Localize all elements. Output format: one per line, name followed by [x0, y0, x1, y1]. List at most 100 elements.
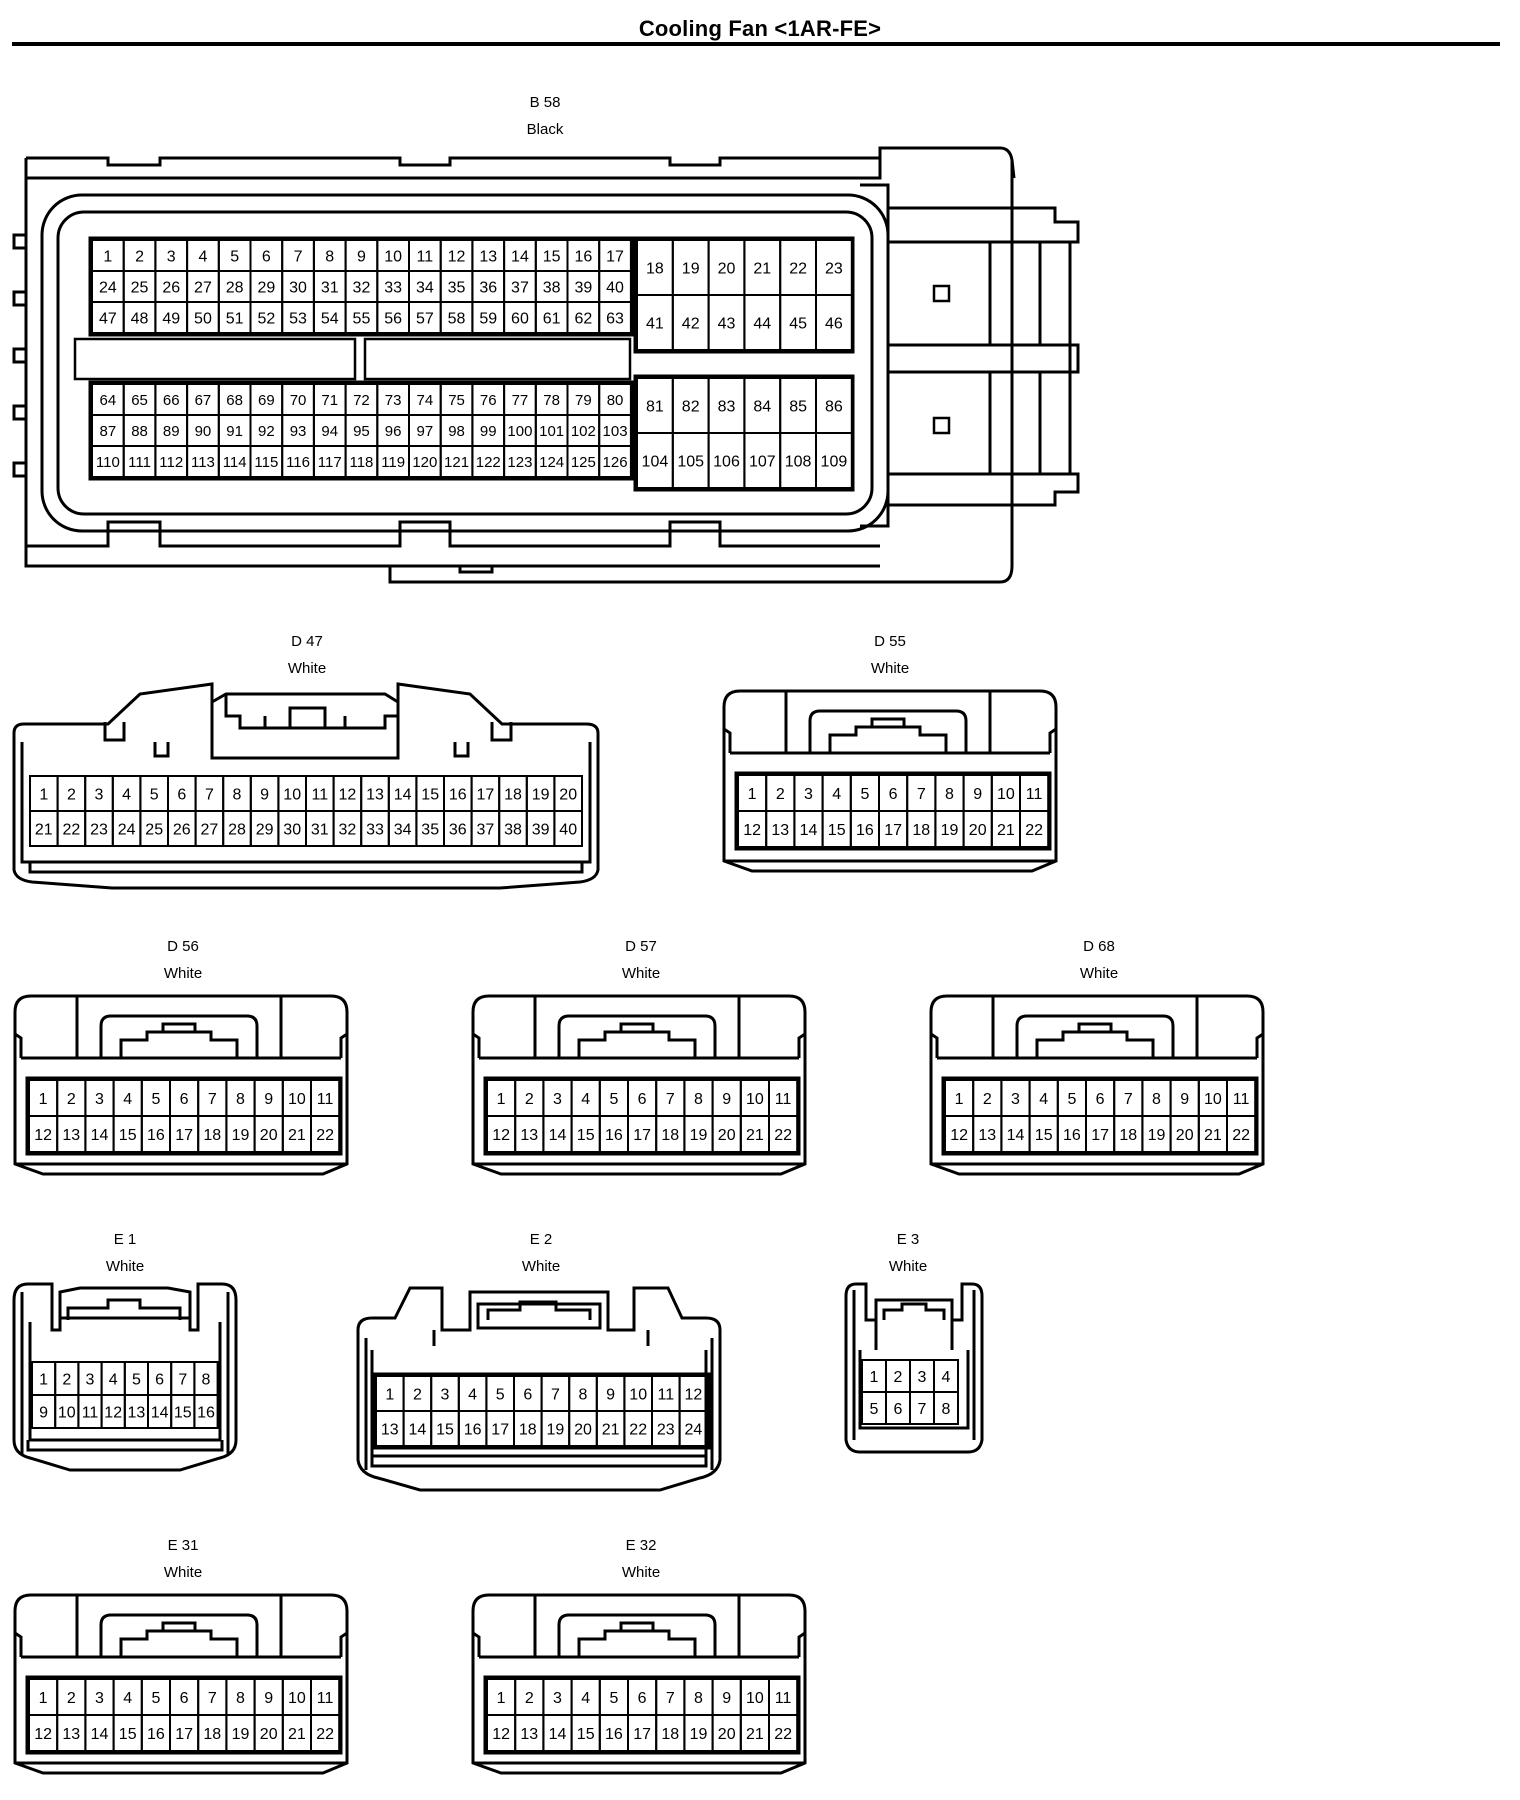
svg-text:15: 15	[119, 1127, 137, 1144]
svg-text:5: 5	[230, 248, 239, 265]
svg-text:12: 12	[685, 1386, 703, 1403]
svg-text:29: 29	[257, 279, 275, 296]
svg-text:7: 7	[551, 1386, 560, 1403]
svg-text:22: 22	[1025, 822, 1043, 839]
svg-text:6: 6	[638, 1690, 647, 1707]
svg-text:8: 8	[694, 1690, 703, 1707]
svg-text:118: 118	[349, 454, 373, 471]
connector-label-e31: E 31 White	[108, 1537, 258, 1582]
svg-text:14: 14	[91, 1726, 109, 1743]
svg-text:7: 7	[208, 1091, 217, 1108]
svg-text:31: 31	[311, 821, 329, 838]
svg-text:17: 17	[477, 786, 495, 803]
pin-22: 22	[310, 1115, 341, 1153]
connector-id: B 58	[529, 94, 561, 111]
pin-7: 7	[909, 1391, 935, 1425]
svg-text:15: 15	[577, 1726, 595, 1743]
svg-text:18: 18	[661, 1127, 679, 1144]
connector-label-d55: D 55 White	[815, 633, 965, 678]
svg-text:3: 3	[1011, 1091, 1020, 1108]
svg-text:79: 79	[575, 392, 592, 409]
pin-22: 22	[310, 1714, 341, 1752]
svg-text:50: 50	[194, 310, 212, 327]
svg-text:44: 44	[753, 315, 771, 332]
svg-text:32: 32	[353, 279, 371, 296]
svg-text:19: 19	[232, 1127, 250, 1144]
svg-text:98: 98	[448, 423, 465, 440]
svg-text:8: 8	[945, 786, 954, 803]
svg-text:13: 13	[62, 1726, 80, 1743]
svg-text:5: 5	[496, 1386, 505, 1403]
svg-text:21: 21	[746, 1726, 764, 1743]
svg-text:21: 21	[746, 1127, 764, 1144]
svg-text:4: 4	[942, 1369, 951, 1386]
svg-text:22: 22	[1232, 1127, 1250, 1144]
svg-text:6: 6	[180, 1690, 189, 1707]
svg-text:39: 39	[574, 279, 592, 296]
svg-text:2: 2	[525, 1690, 534, 1707]
svg-text:2: 2	[776, 786, 785, 803]
svg-text:2: 2	[525, 1091, 534, 1108]
connector-label-d56: D 56 White	[108, 938, 258, 983]
svg-text:14: 14	[800, 822, 818, 839]
pin-16: 16	[193, 1394, 219, 1429]
svg-text:4: 4	[198, 248, 207, 265]
svg-text:20: 20	[260, 1726, 278, 1743]
connector-color: White	[521, 1258, 561, 1275]
svg-text:119: 119	[381, 454, 405, 471]
svg-text:8: 8	[1152, 1091, 1161, 1108]
svg-text:9: 9	[1180, 1091, 1189, 1108]
svg-text:18: 18	[504, 786, 522, 803]
svg-text:70: 70	[290, 392, 307, 409]
svg-text:10: 10	[746, 1690, 764, 1707]
svg-text:43: 43	[718, 315, 736, 332]
svg-text:7: 7	[208, 1690, 217, 1707]
svg-text:102: 102	[571, 423, 596, 440]
svg-text:22: 22	[316, 1726, 334, 1743]
svg-text:32: 32	[339, 821, 357, 838]
svg-text:17: 17	[633, 1726, 651, 1743]
svg-text:63: 63	[606, 310, 624, 327]
svg-text:10: 10	[283, 786, 301, 803]
svg-text:83: 83	[718, 398, 736, 415]
svg-text:94: 94	[321, 423, 338, 440]
svg-text:30: 30	[289, 279, 307, 296]
svg-text:6: 6	[523, 1386, 532, 1403]
svg-text:109: 109	[821, 453, 848, 470]
svg-text:99: 99	[480, 423, 497, 440]
svg-text:1: 1	[39, 786, 48, 803]
pin-3: 3	[909, 1359, 935, 1393]
svg-text:6: 6	[894, 1401, 903, 1418]
pin-22: 22	[1019, 810, 1050, 848]
svg-text:51: 51	[226, 310, 244, 327]
svg-text:97: 97	[417, 423, 434, 440]
svg-text:110: 110	[96, 454, 120, 471]
svg-text:1: 1	[39, 1371, 48, 1388]
svg-text:17: 17	[1091, 1127, 1109, 1144]
svg-text:112: 112	[159, 454, 183, 471]
page-title: Cooling Fan <1AR-FE>	[638, 16, 882, 41]
svg-text:16: 16	[605, 1726, 623, 1743]
connector-color: White	[621, 965, 661, 982]
svg-text:16: 16	[449, 786, 467, 803]
pin-4: 4	[933, 1359, 959, 1393]
svg-text:86: 86	[825, 398, 843, 415]
pin-8: 8	[933, 1391, 959, 1425]
svg-text:33: 33	[366, 821, 384, 838]
svg-text:5: 5	[132, 1371, 141, 1388]
svg-text:14: 14	[394, 786, 412, 803]
title-rule	[12, 42, 1500, 46]
svg-text:3: 3	[553, 1690, 562, 1707]
svg-text:25: 25	[145, 821, 163, 838]
svg-text:12: 12	[492, 1726, 510, 1743]
